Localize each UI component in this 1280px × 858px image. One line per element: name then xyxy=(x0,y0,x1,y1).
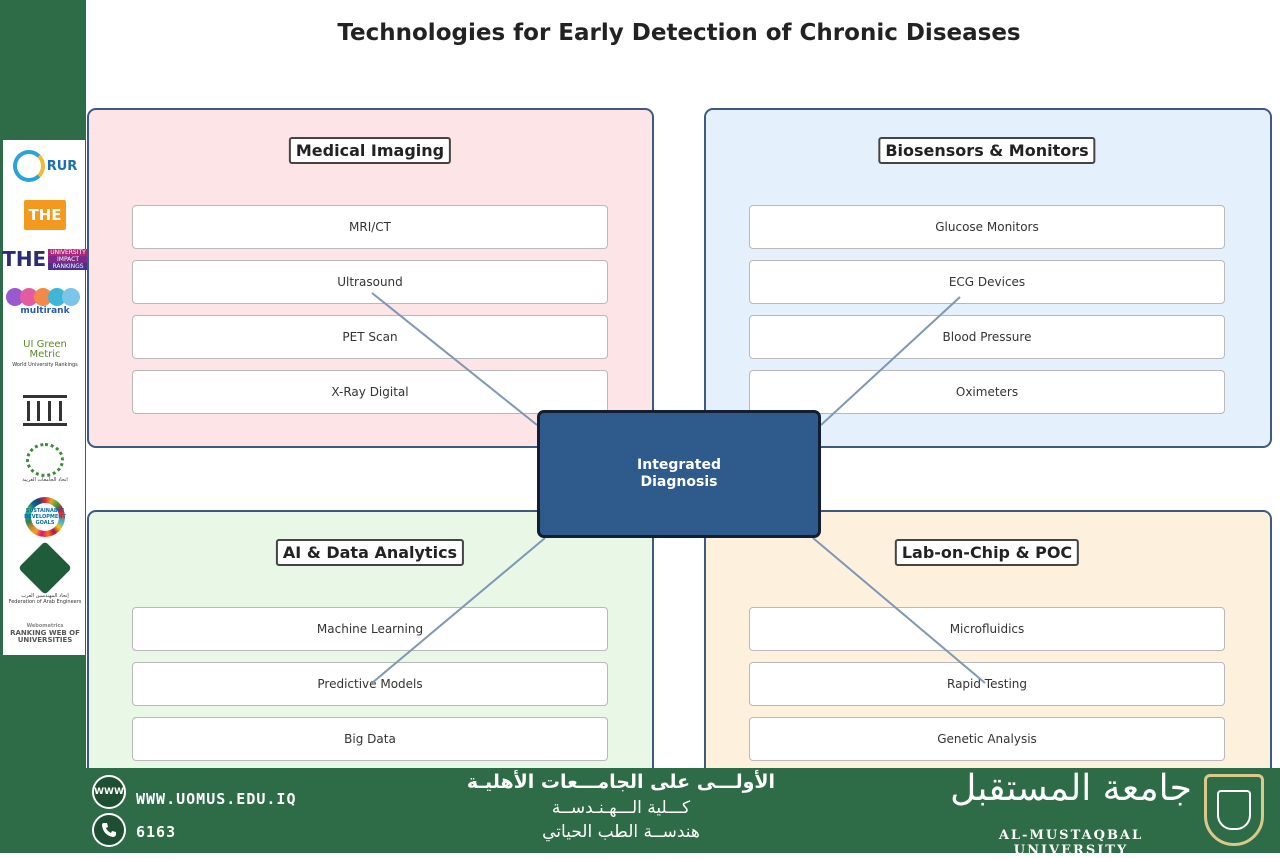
item-microfluidics: Microfluidics xyxy=(749,607,1225,651)
multirank-logo-icon: multirank xyxy=(6,282,83,322)
item-machine-learning: Machine Learning xyxy=(132,607,608,651)
item-pet-scan: PET Scan xyxy=(132,315,608,359)
diagram-title: Technologies for Early Detection of Chro… xyxy=(337,20,1021,46)
item-genetic-analysis: Genetic Analysis xyxy=(749,717,1225,761)
university-shield-icon xyxy=(1204,774,1264,846)
item-mri-ct: MRI/CT xyxy=(132,205,608,249)
integrated-diagnosis-node: Integrated Diagnosis xyxy=(537,410,821,538)
item-x-ray-digital: X-Ray Digital xyxy=(132,370,608,414)
footer-arabic-line-1: الأولـــى على الجامـــعات الأهليـة xyxy=(466,771,776,793)
panel-title-lab-on-chip-poc: Lab-on-Chip & POC xyxy=(894,539,1080,566)
panel-title-biosensors-monitors: Biosensors & Monitors xyxy=(878,137,1096,164)
footer-arabic-line-3: هندســة الطب الحياتي xyxy=(542,822,700,842)
item-blood-pressure: Blood Pressure xyxy=(749,315,1225,359)
item-ecg-devices: ECG Devices xyxy=(749,260,1225,304)
globe-icon: WWW xyxy=(92,775,126,809)
item-glucose-monitors: Glucose Monitors xyxy=(749,205,1225,249)
footer-arabic-line-2: كـــلية الـــهـنـدســة xyxy=(551,798,691,818)
university-name-english: AL-MUSTAQBAL UNIVERSITY xyxy=(998,828,1144,858)
item-rapid-testing: Rapid Testing xyxy=(749,662,1225,706)
item-oximeters: Oximeters xyxy=(749,370,1225,414)
phone-text: 6163 xyxy=(136,823,177,841)
panel-title-medical-imaging: Medical Imaging xyxy=(288,137,452,164)
sdg-logo-icon: SUSTAINABLE DEVELOPMENT GOALS xyxy=(7,495,83,539)
columns-logo-icon xyxy=(7,390,83,430)
website-text[interactable]: WWW.UOMUS.EDU.IQ xyxy=(136,790,297,808)
the-logo-icon: THE xyxy=(7,198,83,232)
item-ultrasound: Ultrasound xyxy=(132,260,608,304)
footer-bar: WWW WWW.UOMUS.EDU.IQ 6163 الأولـــى على … xyxy=(86,768,1280,858)
university-name-arabic: جامعة المستقبل xyxy=(950,768,1192,809)
arab-universities-logo-icon: اتحاد الجامعات العربية xyxy=(7,440,83,486)
phone-icon xyxy=(92,813,126,847)
rur-logo-icon: RUR xyxy=(7,146,83,186)
panel-title-ai-data-analytics: AI & Data Analytics xyxy=(275,539,465,566)
item-big-data: Big Data xyxy=(132,717,608,761)
footer-left-extension xyxy=(0,768,86,853)
center-line-2: Diagnosis xyxy=(640,474,718,490)
center-line-1: Integrated xyxy=(637,457,721,473)
item-predictive-models: Predictive Models xyxy=(132,662,608,706)
